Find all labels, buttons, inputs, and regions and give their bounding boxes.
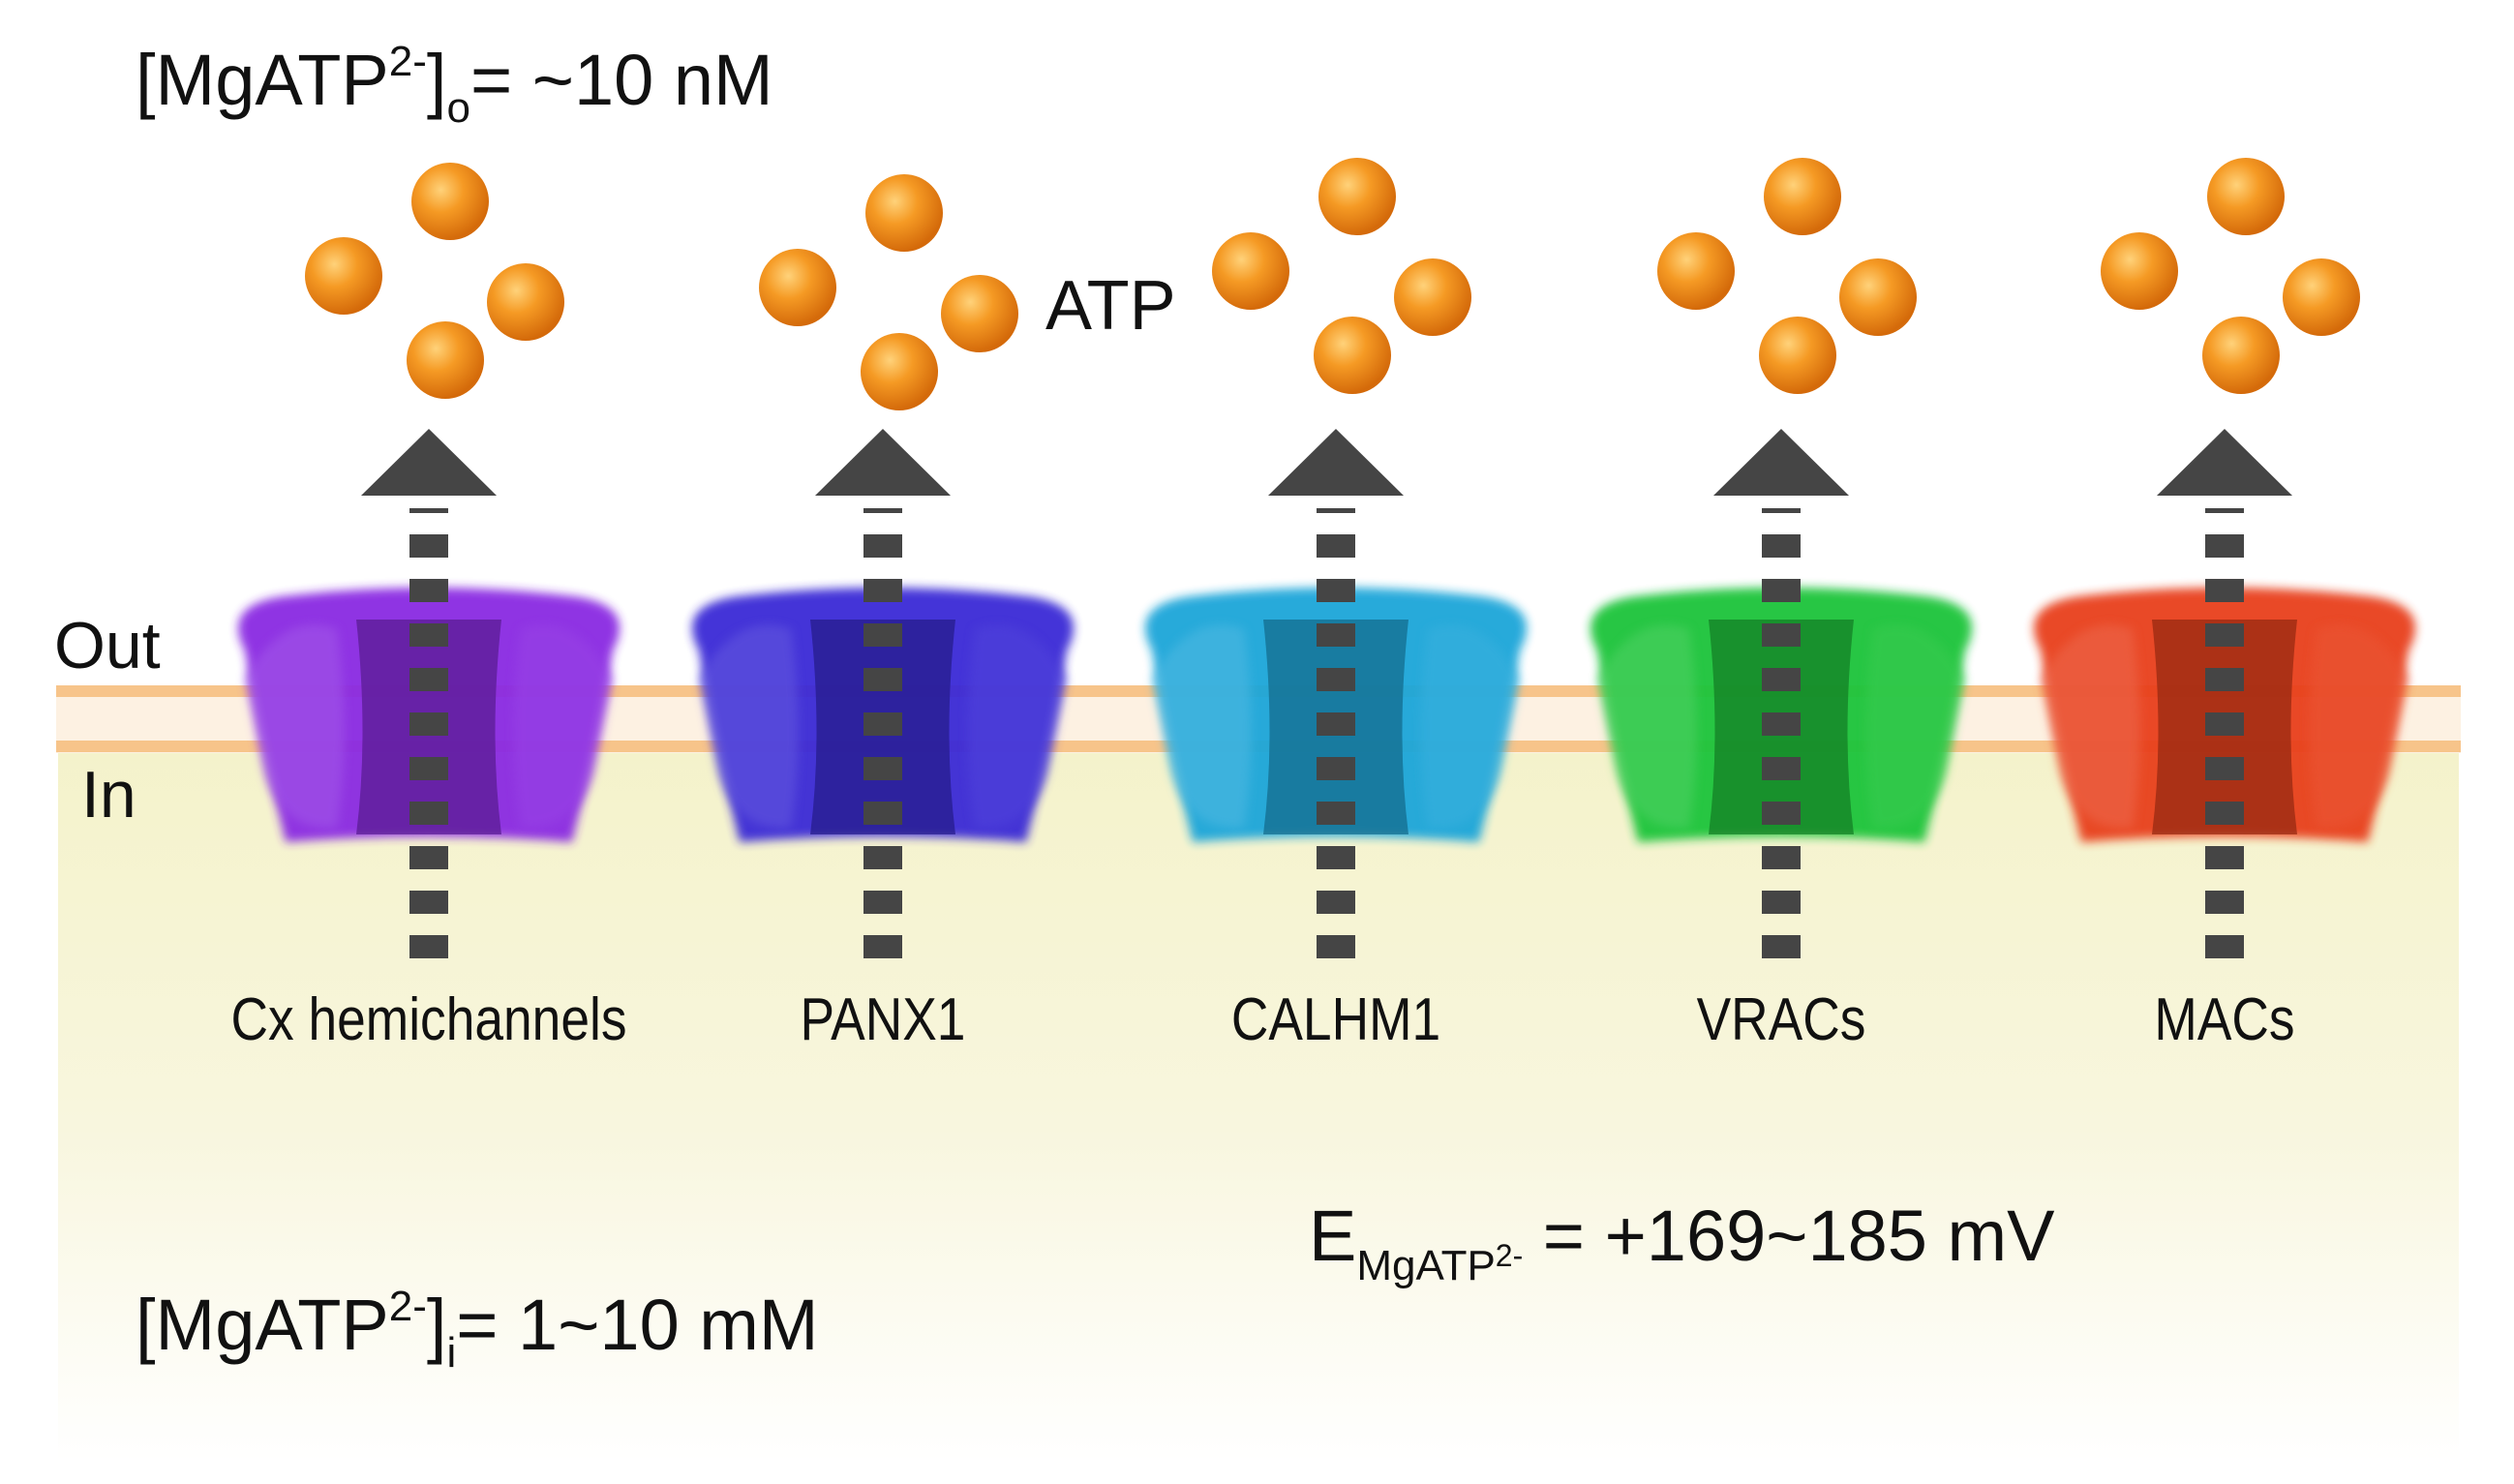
extracellular-concentration: [MgATP2-]o= ~10 nM	[136, 38, 773, 132]
channel-label-macs: MACs	[2154, 986, 2295, 1053]
atp-molecule	[411, 163, 489, 240]
atp-molecule	[2202, 317, 2280, 394]
flux-arrow-head	[361, 429, 497, 496]
channel-lobe-left	[699, 624, 799, 829]
channel-label-cx: Cx hemichannels	[230, 986, 627, 1053]
channel-label-vracs: VRACs	[1696, 986, 1866, 1053]
channel-vracs	[1590, 158, 1972, 958]
reversal-potential: EMgATP2- = +169~185 mV	[1309, 1196, 2055, 1289]
atp-molecule	[1318, 158, 1396, 235]
flux-arrow-head	[815, 429, 951, 496]
atp-molecule	[2283, 258, 2360, 336]
atp-molecule	[2207, 158, 2285, 235]
channel-lobe-left	[1597, 624, 1697, 829]
channel-macs	[2034, 158, 2415, 958]
atp-molecule	[1394, 258, 1471, 336]
channel-cx	[238, 163, 620, 958]
atp-molecule	[865, 174, 943, 252]
atp-molecule	[759, 249, 836, 326]
flux-arrow-head	[1713, 429, 1849, 496]
channel-lobe-right	[1865, 624, 1965, 829]
flux-arrow-head	[2157, 429, 2292, 496]
atp-molecule	[1839, 258, 1917, 336]
atp-molecule	[407, 321, 484, 399]
atp-label: ATP	[1045, 267, 1176, 345]
channel-label-calhm1: CALHM1	[1230, 986, 1441, 1053]
flux-arrow-head	[1268, 429, 1404, 496]
atp-molecule	[1314, 317, 1391, 394]
inside-label: In	[81, 758, 136, 832]
channel-label-panx1: PANX1	[800, 986, 966, 1053]
atp-molecule	[941, 275, 1018, 352]
atp-molecule	[1764, 158, 1841, 235]
channel-panx1	[692, 174, 1074, 958]
cytoplasm-region	[58, 716, 2459, 1462]
atp-molecule	[305, 237, 382, 315]
channel-lobe-right	[2309, 624, 2408, 829]
channel-lobe-right	[513, 624, 613, 829]
outside-label: Out	[54, 609, 161, 682]
channel-lobe-left	[245, 624, 345, 829]
atp-molecule	[861, 333, 938, 410]
atp-molecule	[1759, 317, 1836, 394]
channel-lobe-right	[967, 624, 1067, 829]
channel-lobe-left	[1152, 624, 1252, 829]
atp-molecule	[487, 263, 564, 341]
atp-molecule	[1657, 232, 1735, 310]
channel-lobe-right	[1420, 624, 1520, 829]
atp-molecule	[2101, 232, 2178, 310]
channel-calhm1	[1145, 158, 1527, 958]
atp-molecule	[1212, 232, 1289, 310]
channel-lobe-left	[2041, 624, 2140, 829]
intracellular-concentration: [MgATP2-]i= 1~10 mM	[136, 1283, 819, 1377]
